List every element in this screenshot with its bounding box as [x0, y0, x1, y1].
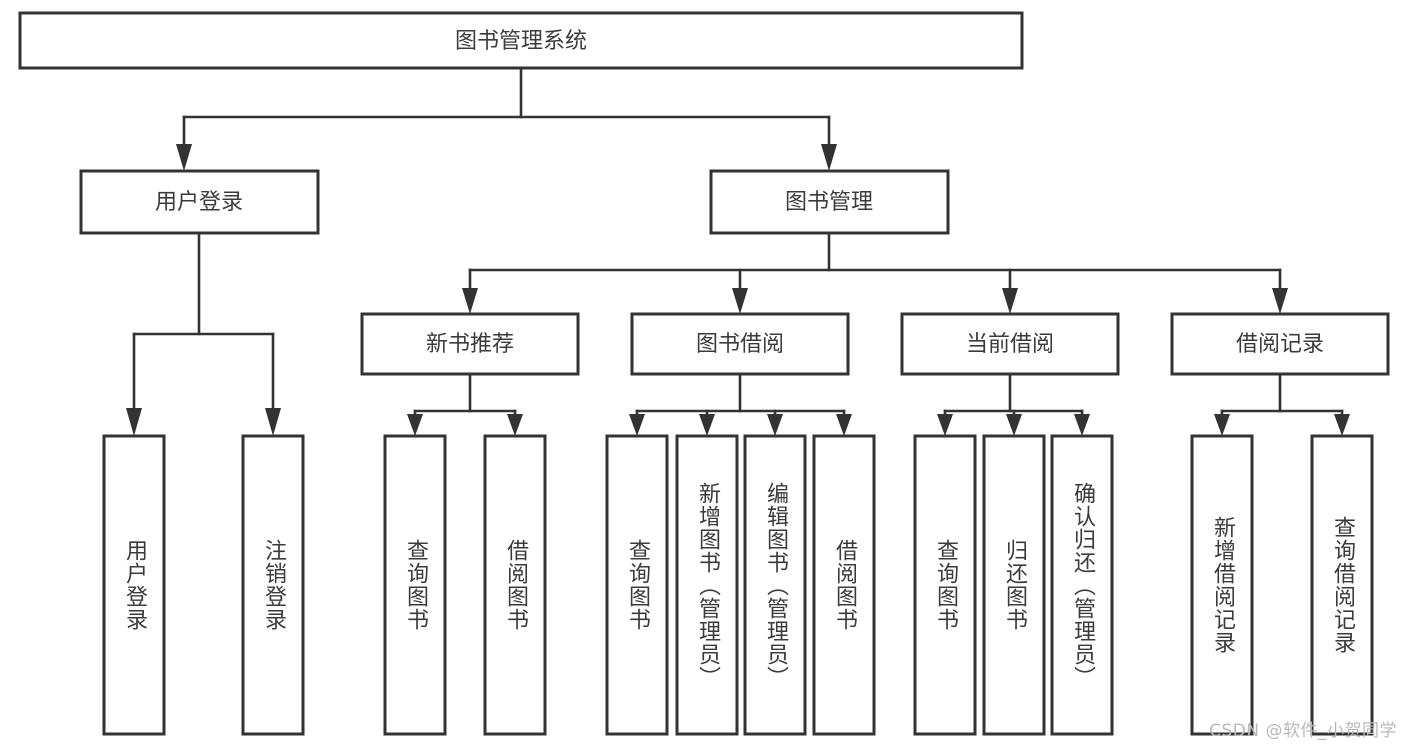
- arrowhead-current-borrow: [1002, 288, 1018, 314]
- arrowhead-leaf-query-book-rec: [407, 414, 423, 436]
- arrowhead-leaf-return-book: [1006, 414, 1022, 436]
- arrowhead-book-borrow: [732, 288, 748, 314]
- arrowhead-leaf-borrow-book-rec: [507, 414, 523, 436]
- node-label-root: 图书管理系统: [455, 29, 587, 54]
- arrowhead-leaf-query-record: [1334, 414, 1350, 436]
- arrowhead-leaf-add-record: [1214, 414, 1230, 436]
- node-box-leaf-query-book-borrow[interactable]: [605, 434, 669, 736]
- node-box-leaf-query-record[interactable]: [1310, 434, 1374, 736]
- node-box-leaf-edit-book[interactable]: [743, 434, 807, 736]
- connector-layer: [126, 66, 1350, 436]
- node-box-leaf-user-logout[interactable]: [241, 434, 305, 736]
- node-box-leaf-user-login[interactable]: [102, 434, 166, 736]
- node-box-leaf-query-book-rec[interactable]: [383, 434, 447, 736]
- arrowhead-leaf-user-logout: [265, 408, 281, 436]
- node-box-leaf-confirm-return[interactable]: [1050, 434, 1114, 736]
- node-box-borrow-record[interactable]: [1170, 312, 1390, 376]
- node-box-leaf-borrow-book[interactable]: [812, 434, 876, 736]
- arrowhead-borrow-record: [1272, 288, 1288, 314]
- watermark-text: CSDN @软件_小贺同学: [1209, 721, 1397, 741]
- node-box-new-book-recommend[interactable]: [360, 312, 580, 376]
- arrowhead-new-book-recommend: [462, 288, 478, 314]
- node-box-current-borrow[interactable]: [900, 312, 1120, 376]
- arrowhead-leaf-query-book-borrow: [629, 414, 645, 436]
- node-label-new-book-recommend: 新书推荐: [426, 332, 514, 357]
- node-box-leaf-borrow-book-rec[interactable]: [483, 434, 547, 736]
- node-label-book-borrow: 图书借阅: [696, 332, 784, 357]
- node-box-leaf-query-book-current[interactable]: [913, 434, 977, 736]
- arrowhead-leaf-confirm-return: [1074, 414, 1090, 436]
- arrowhead-leaf-user-login: [126, 408, 142, 436]
- node-box-root[interactable]: [18, 11, 1024, 70]
- node-label-user-login: 用户登录: [155, 190, 243, 215]
- node-label-borrow-record: 借阅记录: [1236, 332, 1324, 357]
- arrowhead-user-login: [176, 144, 192, 171]
- node-box-leaf-return-book[interactable]: [982, 434, 1046, 736]
- node-box-leaf-add-record[interactable]: [1190, 434, 1254, 736]
- node-box-user-login[interactable]: [79, 169, 320, 235]
- arrowhead-book-manage: [821, 144, 837, 171]
- arrowhead-leaf-add-book: [699, 414, 715, 436]
- arrowhead-leaf-borrow-book: [836, 414, 852, 436]
- arrowhead-leaf-query-book-current: [937, 414, 953, 436]
- node-box-leaf-add-book[interactable]: [675, 434, 739, 736]
- node-label-book-manage: 图书管理: [785, 190, 873, 215]
- node-box-book-borrow[interactable]: [630, 312, 850, 376]
- node-box-book-manage[interactable]: [709, 169, 950, 235]
- arrowhead-leaf-edit-book: [767, 414, 783, 436]
- node-layer: 图书管理系统 用户登录 图书管理 新书推荐 图书借阅 当前借阅 借阅记录: [18, 11, 1390, 736]
- node-label-current-borrow: 当前借阅: [966, 332, 1054, 357]
